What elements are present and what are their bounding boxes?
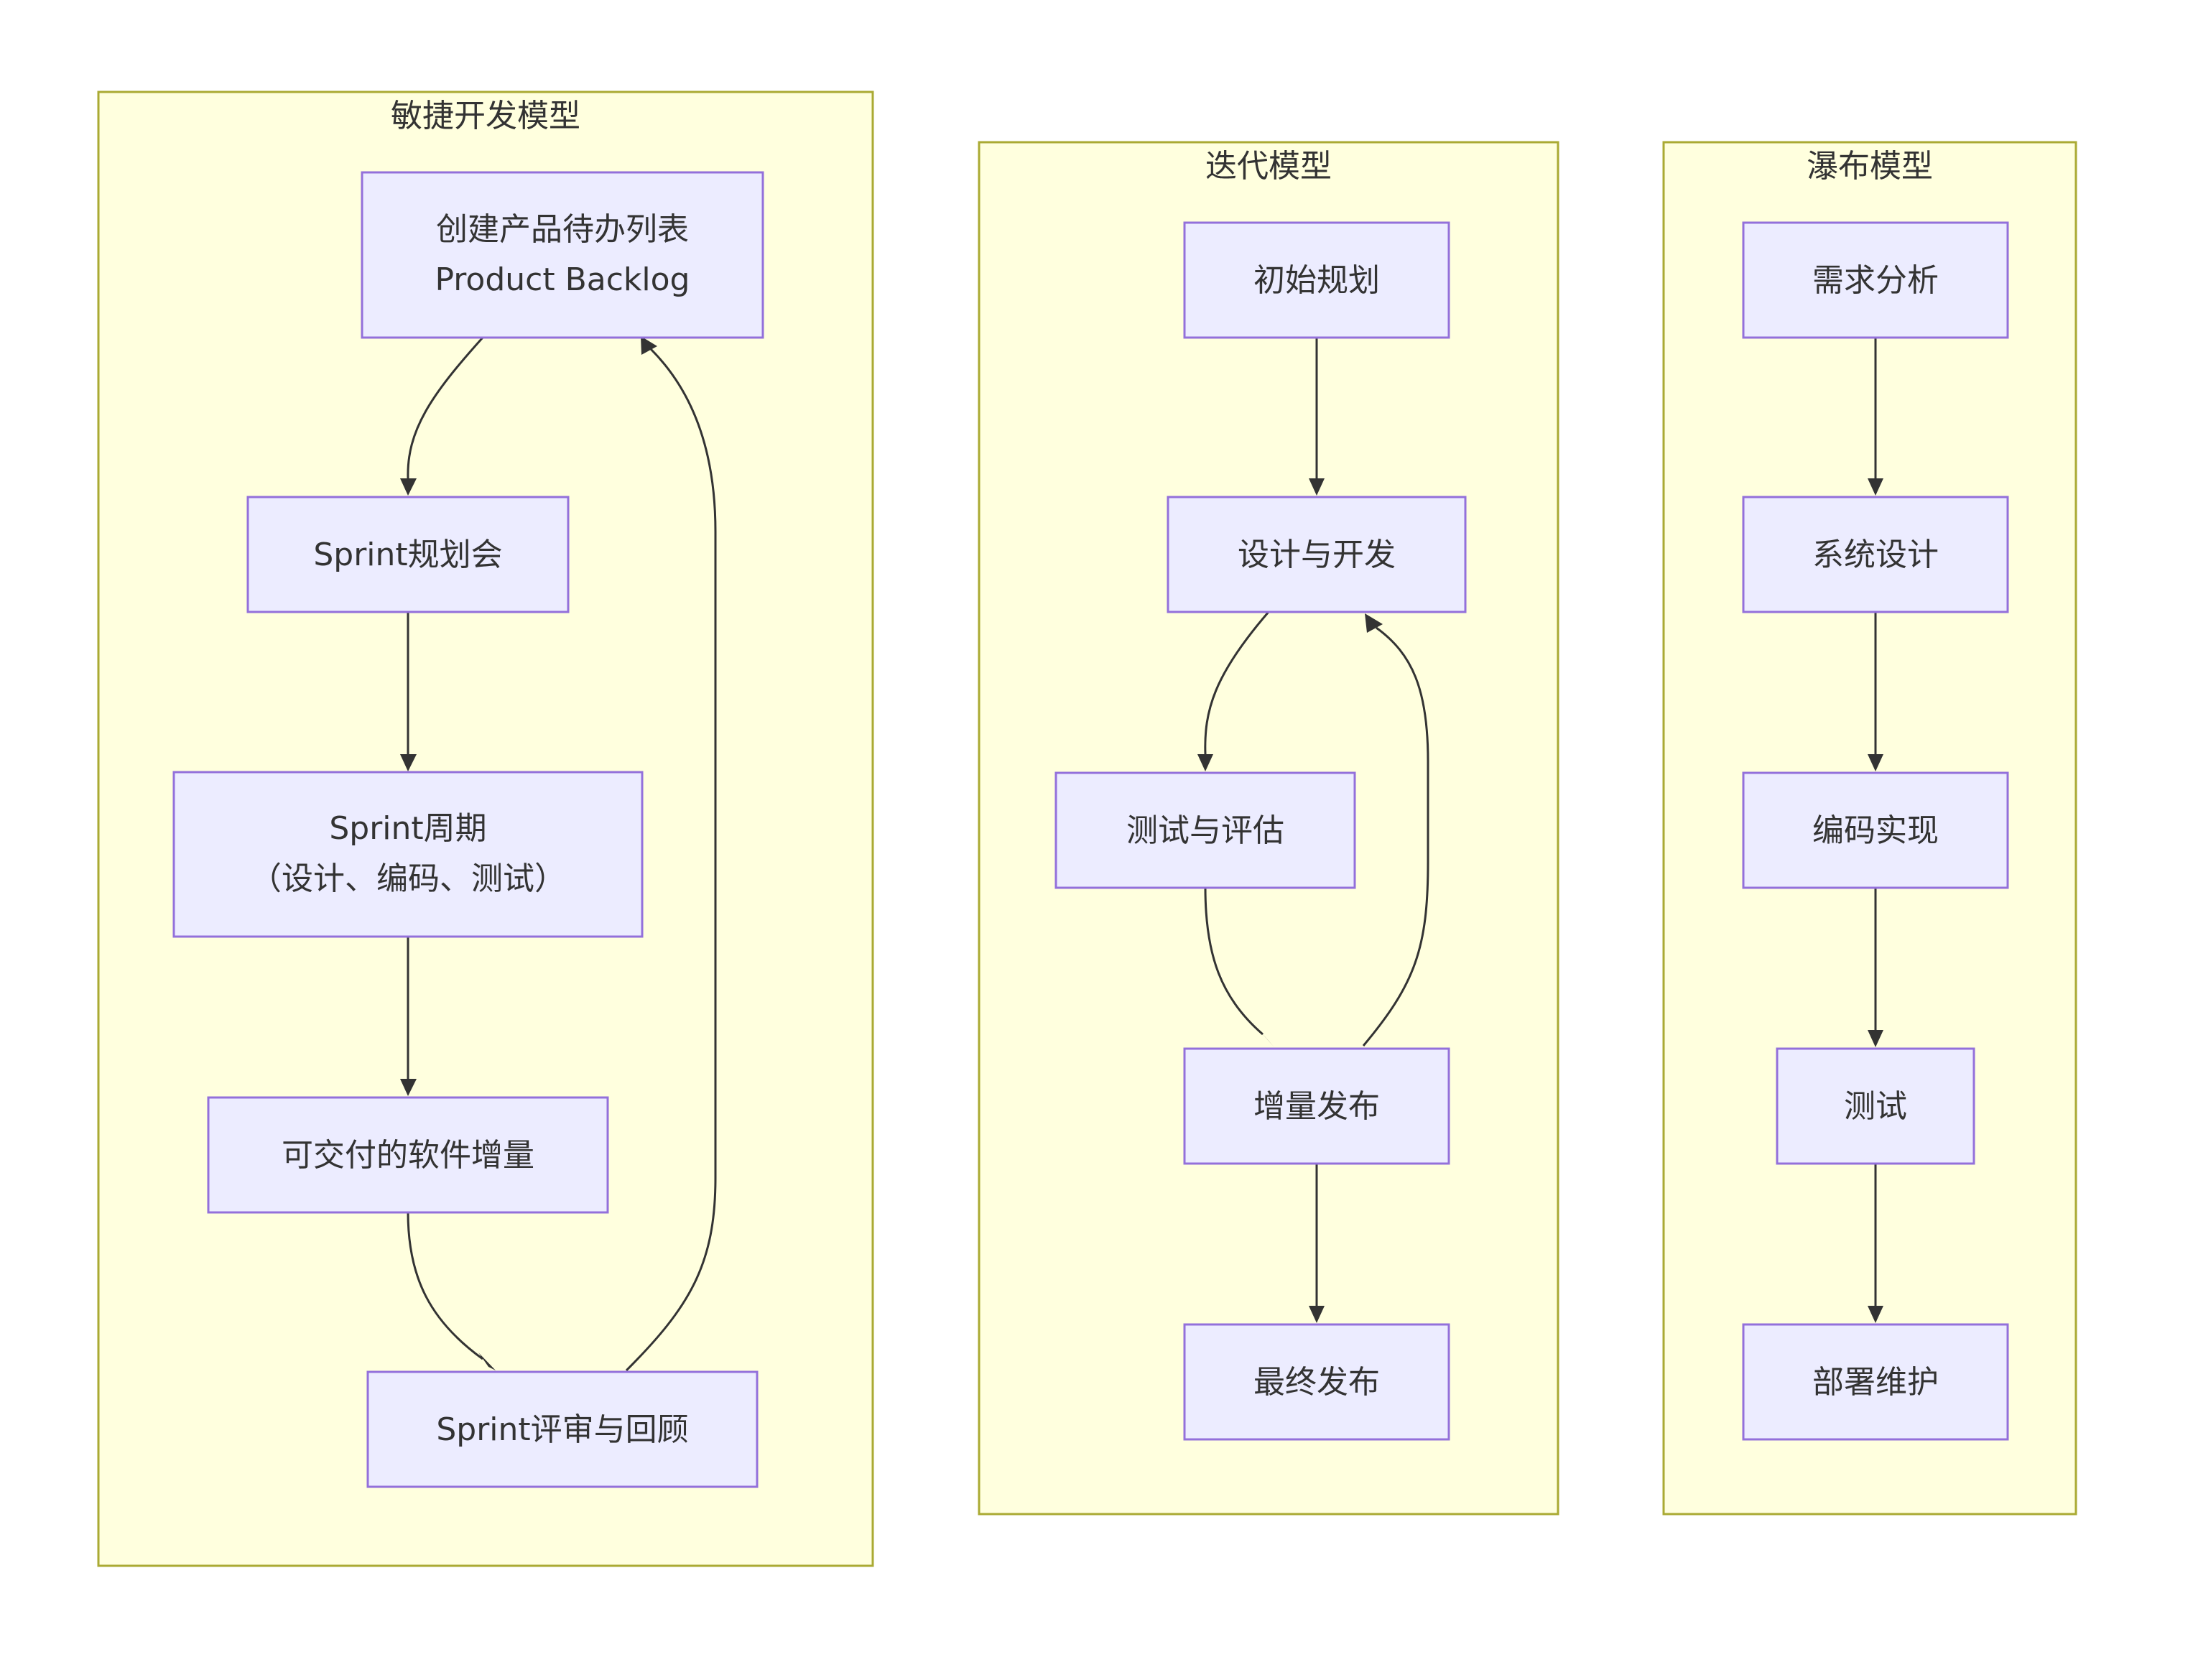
node-agile-planning[interactable]: Sprint规划会 <box>246 496 570 613</box>
node-iterative-initial[interactable]: 初始规划 <box>1183 221 1450 339</box>
arrowhead <box>1309 1306 1325 1323</box>
node-iterative-increment[interactable]: 增量发布 <box>1183 1047 1450 1165</box>
node-waterfall-deploy[interactable]: 部署维护 <box>1742 1323 2009 1441</box>
arrowhead <box>1868 1030 1883 1047</box>
node-label-line1: Sprint规划会 <box>313 537 502 573</box>
node-box <box>1742 771 2009 889</box>
edge-design-to-test <box>1204 611 1270 755</box>
edge-increment-to-design <box>1362 626 1429 1046</box>
node-box <box>172 771 644 938</box>
edge-test-to-increment <box>1204 887 1264 1036</box>
node-label-line2: Product Backlog <box>435 261 690 298</box>
node-box <box>246 496 570 613</box>
node-label-line1: 部署维护 <box>1812 1364 1939 1401</box>
arrowhead <box>400 754 417 771</box>
node-agile-backlog[interactable]: 创建产品待办列表 Product Backlog <box>361 171 764 339</box>
node-label-line2: （设计、编码、测试） <box>250 860 566 897</box>
node-label-line1: 增量发布 <box>1253 1088 1380 1125</box>
node-label-line1: 系统设计 <box>1812 537 1939 573</box>
node-box <box>1776 1047 1975 1165</box>
node-label-line1: 编码实现 <box>1812 812 1939 849</box>
arrowhead <box>400 1079 417 1096</box>
edge-review-to-backlog <box>625 348 717 1372</box>
node-box <box>361 171 764 339</box>
node-label-line1: Sprint评审与回顾 <box>436 1411 688 1448</box>
edge-backlog-to-planning <box>407 336 484 479</box>
cluster-agile-title: 敏捷开发模型 <box>391 98 580 134</box>
arrowhead <box>1868 754 1883 771</box>
node-label-line1: 可交付的软件增量 <box>282 1137 534 1174</box>
arrowhead <box>641 336 657 355</box>
node-box <box>366 1370 759 1488</box>
edge-increment-to-review <box>407 1212 483 1360</box>
node-label-line1: 需求分析 <box>1812 262 1939 299</box>
cluster-waterfall-title: 瀑布模型 <box>1807 148 1933 185</box>
node-iterative-final[interactable]: 最终发布 <box>1183 1323 1450 1441</box>
node-label-line1: Sprint周期 <box>329 810 486 847</box>
node-label-line1: 初始规划 <box>1253 262 1380 299</box>
node-label-line1: 创建产品待办列表 <box>436 211 689 248</box>
node-waterfall-requirements[interactable]: 需求分析 <box>1742 221 2009 339</box>
node-agile-review[interactable]: Sprint评审与回顾 <box>366 1370 759 1488</box>
node-agile-sprint[interactable]: Sprint周期 （设计、编码、测试） <box>172 771 644 938</box>
node-label-line1: 测试 <box>1844 1088 1907 1125</box>
node-box <box>1183 1047 1450 1165</box>
node-waterfall-design[interactable]: 系统设计 <box>1742 496 2009 613</box>
node-box <box>1183 1323 1450 1441</box>
arrowhead <box>1868 1306 1883 1323</box>
node-box <box>1183 221 1450 339</box>
node-label-line1: 最终发布 <box>1253 1364 1380 1401</box>
arrowhead <box>1868 478 1883 496</box>
node-label-line1: 测试与评估 <box>1126 812 1284 849</box>
arrowhead <box>1309 478 1325 496</box>
node-iterative-test[interactable]: 测试与评估 <box>1054 771 1356 889</box>
node-agile-increment[interactable]: 可交付的软件增量 <box>207 1096 609 1214</box>
node-box <box>1742 1323 2009 1441</box>
node-box <box>1742 221 2009 339</box>
node-box <box>1167 496 1467 613</box>
node-box <box>1054 771 1356 889</box>
node-box <box>207 1096 609 1214</box>
node-box <box>1742 496 2009 613</box>
node-waterfall-coding[interactable]: 编码实现 <box>1742 771 2009 889</box>
arrowhead <box>478 1352 496 1370</box>
edges <box>400 336 1883 1372</box>
node-label-line1: 设计与开发 <box>1238 537 1396 573</box>
cluster-iterative-title: 迭代模型 <box>1205 148 1332 185</box>
arrowhead <box>1197 754 1213 771</box>
arrowhead <box>400 478 417 496</box>
arrowhead <box>1258 1029 1274 1047</box>
node-waterfall-testing[interactable]: 测试 <box>1776 1047 1975 1165</box>
arrowhead <box>1365 613 1383 633</box>
node-iterative-design[interactable]: 设计与开发 <box>1167 496 1467 613</box>
